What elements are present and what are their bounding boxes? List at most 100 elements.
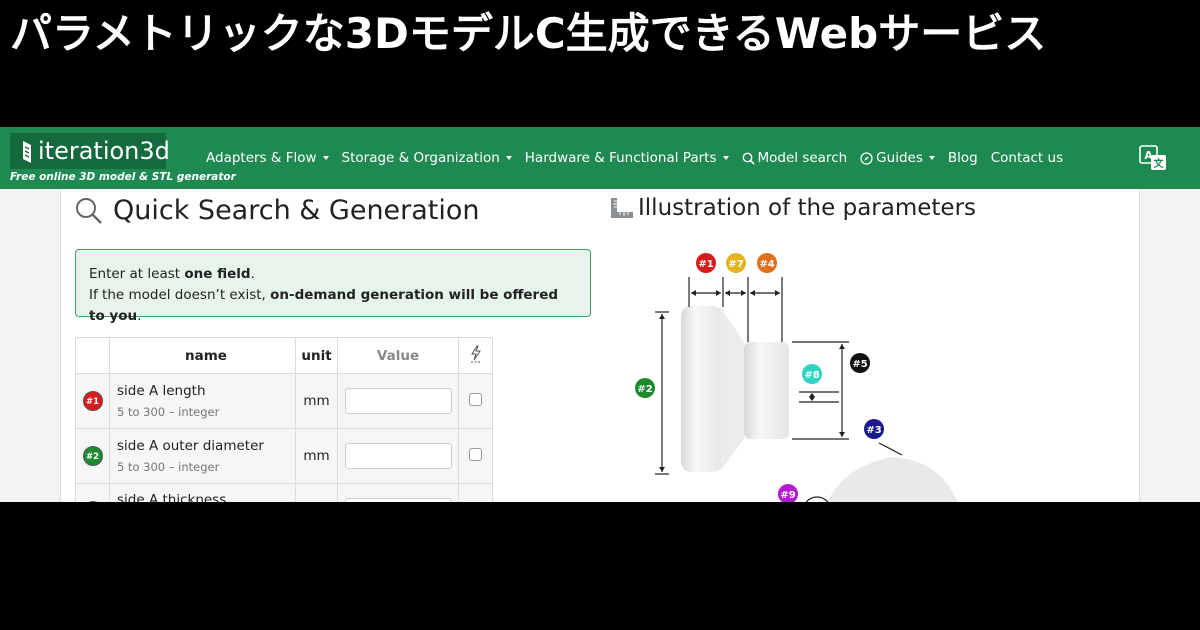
label-3-badge: #3 bbox=[864, 419, 884, 439]
parameter-diagram: #1 #7 #4 #2 #8 #5 #3 #9 bbox=[635, 253, 958, 502]
part-large-cylinder bbox=[681, 306, 723, 472]
value-cell bbox=[337, 373, 459, 429]
headline-banner: パラメトリックな3DモデルⅭ生成できるWebサービス bbox=[0, 0, 1200, 127]
label-2-badge: #2 bbox=[635, 378, 655, 398]
flag-cell bbox=[458, 483, 493, 502]
parameters-table: name unit Value #1 bbox=[75, 337, 493, 502]
label-9-badge: #9 bbox=[778, 484, 798, 502]
table-row: #3 side A thickness bbox=[75, 483, 493, 502]
nav-contact[interactable]: Contact us bbox=[991, 150, 1063, 166]
alert-text: Enter at least bbox=[89, 266, 185, 282]
svg-text:A: A bbox=[1144, 149, 1153, 162]
alert-line-1: Enter at least one field. bbox=[89, 264, 577, 285]
label-1-text: #1 bbox=[698, 259, 713, 270]
part-second-view bbox=[827, 457, 958, 502]
unit-cell bbox=[295, 483, 338, 502]
caret-down-icon bbox=[505, 156, 512, 160]
header-badge bbox=[75, 337, 110, 374]
search-title-text: Quick Search & Generation bbox=[113, 195, 480, 226]
nav-label: Contact us bbox=[990, 150, 1064, 166]
nav-label: Model search bbox=[757, 150, 848, 166]
nav-label: Blog bbox=[947, 150, 978, 166]
param-checkbox[interactable] bbox=[469, 447, 482, 461]
nav-model-search[interactable]: Model search bbox=[742, 150, 848, 166]
header-flag bbox=[458, 337, 493, 374]
value-cell bbox=[337, 483, 459, 502]
param-range: 5 to 300 – integer bbox=[117, 460, 220, 474]
illustration-title-text: Illustration of the parameters bbox=[638, 195, 977, 221]
label-5-text: #5 bbox=[852, 359, 867, 370]
table-row: #1 side A length 5 to 300 – integer mm bbox=[75, 373, 493, 429]
nav-hardware-functional[interactable]: Hardware & Functional Parts bbox=[525, 150, 729, 166]
param-value-input[interactable] bbox=[344, 443, 452, 469]
nav-label: Hardware & Functional Parts bbox=[524, 150, 717, 166]
label-7-text: #7 bbox=[728, 259, 743, 270]
label-3-text: #3 bbox=[866, 425, 881, 436]
param-range: 5 to 300 – integer bbox=[117, 405, 220, 419]
logo-tagline: Free online 3D model & STL generator bbox=[10, 171, 236, 183]
dimension-arrows bbox=[659, 290, 845, 472]
table-header-row: name unit Value bbox=[75, 337, 493, 374]
header-unit: unit bbox=[295, 337, 338, 374]
alert-text-bold: one field bbox=[184, 266, 251, 282]
logo[interactable]: iteration3d bbox=[10, 133, 170, 169]
logo-icon bbox=[23, 141, 31, 163]
nav-menu: Adapters & Flow Storage & Organization H… bbox=[206, 127, 1076, 189]
svg-text:文: 文 bbox=[1154, 157, 1165, 170]
alert-text-bold: on-demand generation will be offered to … bbox=[89, 287, 559, 324]
flag-cell bbox=[458, 373, 493, 429]
param-value-input[interactable] bbox=[344, 498, 452, 502]
unit-cell: mm bbox=[295, 373, 338, 429]
part-small-cylinder bbox=[744, 342, 789, 439]
param-badge: #1 bbox=[82, 391, 103, 411]
label-2-text: #2 bbox=[637, 384, 652, 395]
website-screenshot: iteration3d Free online 3D model & STL g… bbox=[0, 127, 1200, 502]
info-alert: Enter at least one field. If the model d… bbox=[75, 249, 591, 324]
nav-label: Storage & Organization bbox=[341, 150, 500, 166]
search-icon bbox=[742, 152, 755, 165]
alert-line-2: If the model doesn’t exist, on-demand ge… bbox=[89, 285, 577, 327]
ruler-icon bbox=[611, 198, 633, 218]
flag-cell bbox=[458, 428, 493, 484]
alert-text: If the model doesn’t exist, bbox=[89, 287, 271, 303]
header-name: name bbox=[109, 337, 296, 374]
badge-cell: #1 bbox=[75, 373, 110, 429]
search-section-title: Quick Search & Generation bbox=[75, 195, 480, 226]
name-cell: side A thickness bbox=[109, 483, 296, 502]
nav-storage-organization[interactable]: Storage & Organization bbox=[342, 150, 512, 166]
translate-icon[interactable]: A 文 bbox=[1139, 145, 1167, 171]
badge-cell: #2 bbox=[75, 428, 110, 484]
param-name: side A thickness bbox=[117, 492, 227, 502]
alert-text: . bbox=[137, 308, 142, 324]
param-name: side A outer diameter bbox=[117, 438, 264, 454]
label-5-badge: #5 bbox=[850, 353, 870, 373]
logo-text: iteration3d bbox=[38, 137, 170, 165]
label-8-text: #8 bbox=[804, 370, 819, 381]
param-value-input[interactable] bbox=[344, 388, 452, 414]
magnifier-icon bbox=[76, 197, 102, 224]
name-cell: side A length 5 to 300 – integer bbox=[109, 373, 296, 429]
param-badge: #2 bbox=[82, 446, 103, 466]
value-cell bbox=[337, 428, 459, 484]
label-9-text: #9 bbox=[780, 490, 795, 501]
nav-guides[interactable]: Guides bbox=[860, 150, 935, 166]
label-1-badge: #1 bbox=[696, 253, 716, 273]
label-7-badge: #7 bbox=[726, 253, 746, 273]
header-value: Value bbox=[337, 337, 459, 374]
compass-icon bbox=[860, 151, 873, 165]
label-8-badge: #8 bbox=[802, 364, 822, 384]
nav-label: Adapters & Flow bbox=[206, 150, 317, 166]
param-name: side A length bbox=[117, 383, 206, 399]
caret-down-icon bbox=[928, 156, 935, 160]
param-checkbox[interactable] bbox=[469, 392, 482, 406]
alert-text: . bbox=[250, 266, 255, 282]
navbar: iteration3d Free online 3D model & STL g… bbox=[0, 127, 1200, 189]
unit-cell: mm bbox=[295, 428, 338, 484]
caret-down-icon bbox=[722, 156, 729, 160]
nav-blog[interactable]: Blog bbox=[948, 150, 978, 166]
badge-cell: #3 bbox=[75, 483, 110, 502]
nav-adapters-flow[interactable]: Adapters & Flow bbox=[206, 150, 329, 166]
hole-marker bbox=[805, 496, 829, 502]
label-4-text: #4 bbox=[759, 259, 774, 270]
content-card: Quick Search & Generation Enter at least… bbox=[60, 189, 1140, 502]
